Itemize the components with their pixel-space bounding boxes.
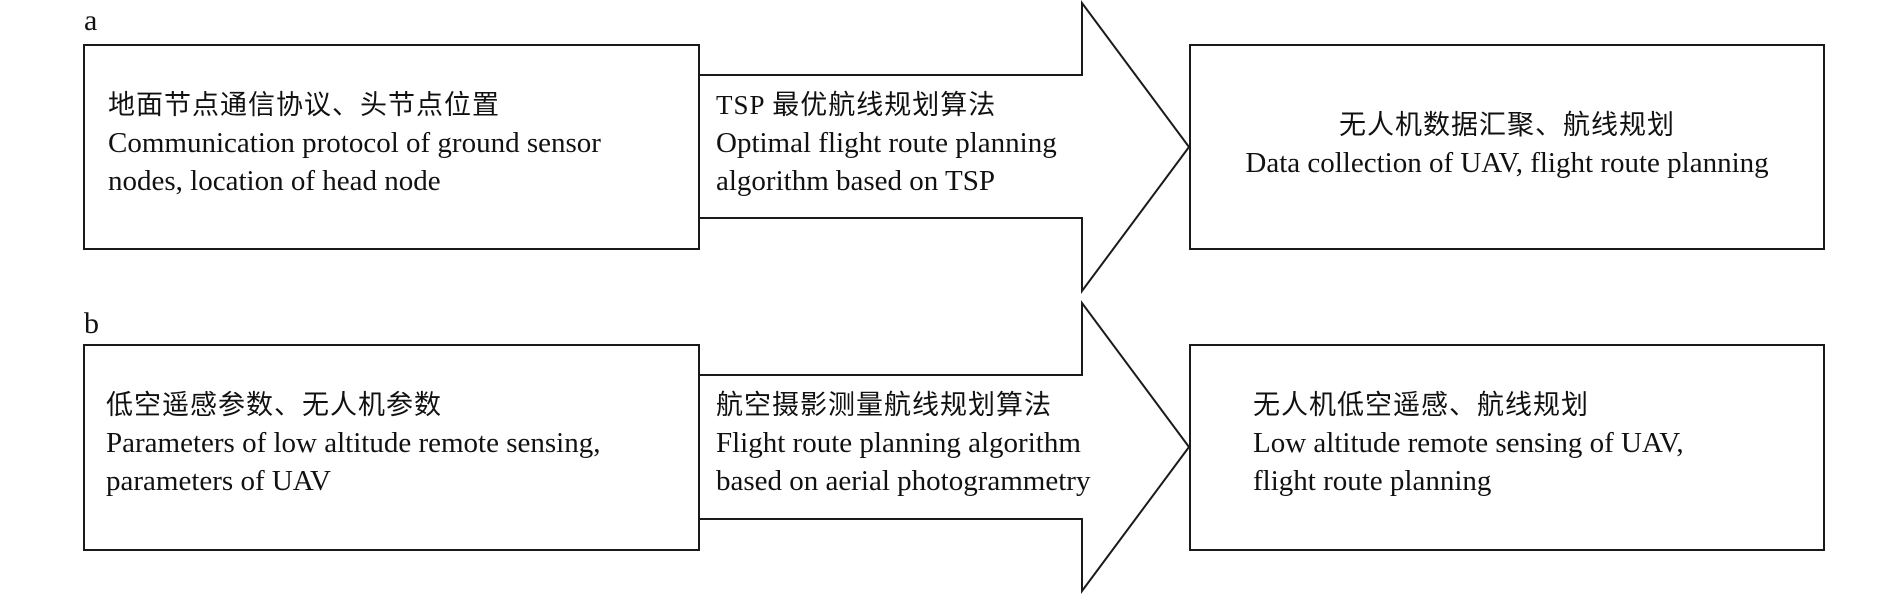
input-zh-a: 地面节点通信协议、头节点位置 — [108, 90, 500, 120]
input-en-line-2-b: parameters of UAV — [106, 465, 331, 497]
output-zh-a: 无人机数据汇聚、航线规划 — [1339, 110, 1675, 140]
input-zh-b: 低空遥感参数、无人机参数 — [106, 390, 442, 420]
process-en-line-1-b: Flight route planning algorithm — [716, 427, 1081, 459]
process-en-line-1-a: Optimal flight route planning — [716, 127, 1057, 159]
process-zh-b: 航空摄影测量航线规划算法 — [716, 390, 1052, 420]
process-text-a: TSP 最优航线规划算法 Optimal flight route planni… — [716, 86, 1057, 200]
process-en-line-2-a: algorithm based on TSP — [716, 165, 995, 197]
output-box-a — [1189, 44, 1825, 250]
process-zh-a: TSP 最优航线规划算法 — [716, 90, 997, 120]
input-en-line-1-a: Communication protocol of ground sensor — [108, 127, 601, 159]
process-text-b: 航空摄影测量航线规划算法 Flight route planning algor… — [716, 386, 1090, 500]
output-en-line-2-b: flight route planning — [1253, 465, 1492, 497]
panel-label-a: a — [84, 4, 98, 37]
output-text-b: 无人机低空遥感、航线规划 Low altitude remote sensing… — [1253, 386, 1684, 500]
input-box-b — [83, 344, 700, 551]
process-arrow-b — [698, 299, 1191, 594]
output-text-a: 无人机数据汇聚、航线规划 Data collection of UAV, fli… — [1191, 106, 1823, 182]
input-en-line-1-b: Parameters of low altitude remote sensin… — [106, 427, 601, 459]
input-text-a: 地面节点通信协议、头节点位置 Communication protocol of… — [108, 86, 601, 200]
input-box-a — [83, 44, 700, 250]
output-zh-b: 无人机低空遥感、航线规划 — [1253, 390, 1589, 420]
output-en-line-1-a: Data collection of UAV, flight route pla… — [1245, 147, 1769, 179]
process-arrow-a — [698, 0, 1191, 295]
input-text-b: 低空遥感参数、无人机参数 Parameters of low altitude … — [106, 386, 600, 500]
panel-label-b: b — [84, 307, 99, 340]
output-box-b — [1189, 344, 1825, 551]
output-en-line-1-b: Low altitude remote sensing of UAV, — [1253, 427, 1684, 459]
input-en-line-2-a: nodes, location of head node — [108, 165, 441, 197]
process-en-line-2-b: based on aerial photogrammetry — [716, 465, 1091, 497]
